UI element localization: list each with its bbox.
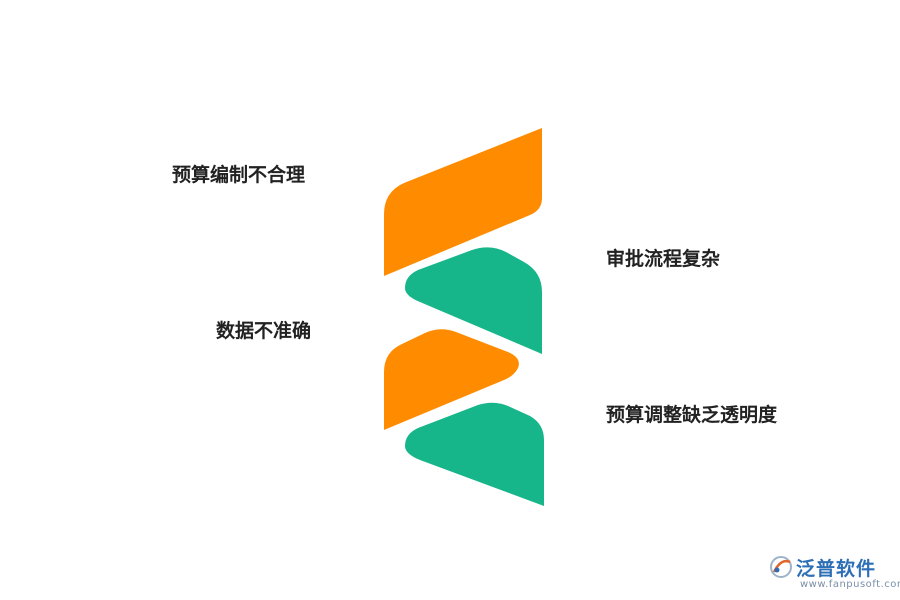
fanpu-logo-icon — [770, 556, 792, 578]
watermark: 泛普软件 www.fanpusoft.com — [768, 552, 900, 598]
watermark-name: 泛普软件 — [796, 558, 877, 580]
label-budget-unreasonable: 预算编制不合理 — [172, 164, 306, 186]
orange-shape-1 — [384, 128, 542, 276]
label-adjustment-opaque: 预算调整缺乏透明度 — [606, 404, 778, 426]
green-shape-2 — [405, 402, 544, 506]
label-approval-complex: 审批流程复杂 — [606, 248, 721, 270]
orange-shape-2 — [384, 329, 519, 430]
watermark-url: www.fanpusoft.com — [800, 579, 900, 590]
green-shape-1 — [405, 247, 542, 354]
label-data-inaccurate: 数据不准确 — [216, 320, 312, 342]
